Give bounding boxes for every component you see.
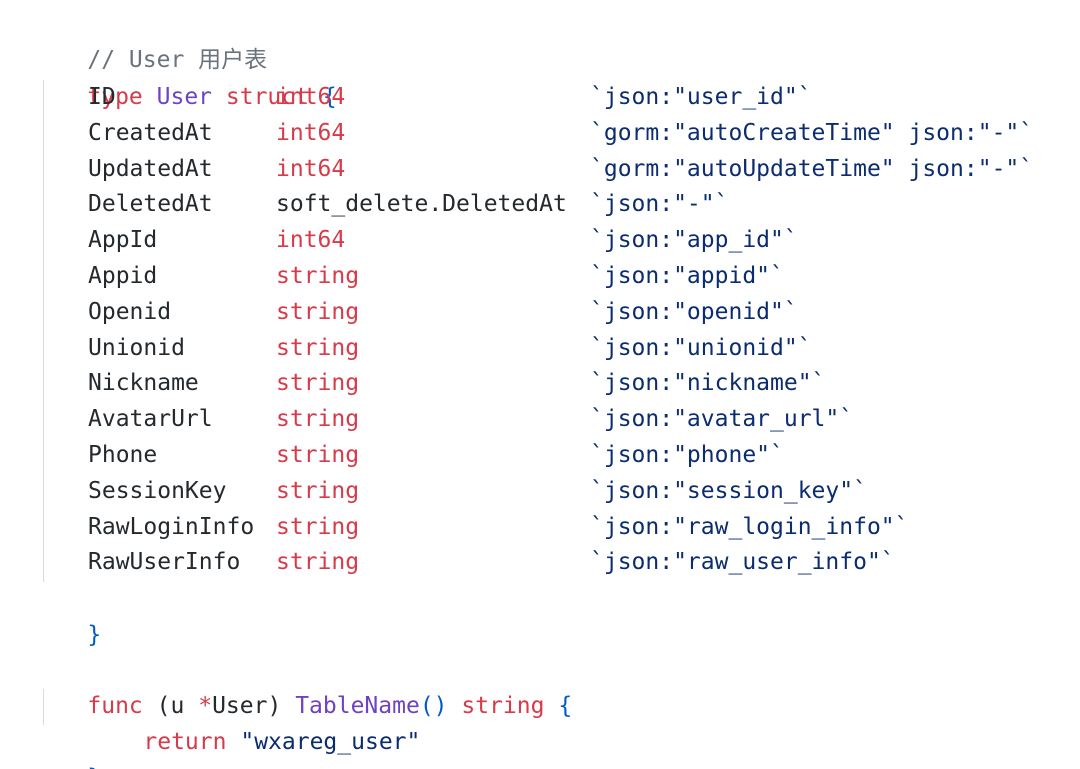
receiver-var: u — [170, 693, 185, 719]
field-name: DeletedAt — [88, 191, 213, 218]
func-declaration-line: func (u *User) TableName() string { — [32, 652, 572, 719]
field-type: int64 — [276, 119, 346, 146]
field-type: int64 — [276, 84, 346, 110]
field-name: RawUserInfo — [88, 549, 241, 576]
func-params: () — [419, 693, 448, 719]
field-struct-tag: `json:"user_id"` — [590, 84, 812, 110]
field-type: string — [276, 442, 360, 468]
struct-field-row: SessionKey string `json:"session_key"` — [0, 473, 1080, 509]
field-struct-tag: `json:"nickname"` — [590, 370, 826, 397]
field-struct-tag: `gorm:"autoUpdateTime" json:"-"` — [590, 155, 1034, 182]
struct-close-brace: } — [87, 622, 102, 648]
func-close-brace: } — [87, 765, 101, 769]
field-struct-tag: `json:"raw_login_info"` — [590, 513, 909, 540]
struct-field-row: Unionid string `json:"unionid"` — [0, 330, 1080, 366]
struct-field-row: Nickname string `json:"nickname"` — [0, 365, 1080, 401]
field-struct-tag: `json:"phone"` — [590, 442, 784, 468]
struct-open-brace: { — [322, 84, 337, 110]
field-struct-tag: `json:"openid"` — [590, 298, 798, 325]
func-indent-guide — [43, 689, 44, 725]
field-type: string — [276, 298, 360, 325]
field-struct-tag: `json:"-"` — [590, 191, 729, 218]
field-name: Openid — [88, 298, 172, 325]
struct-field-row: AvatarUrl string `json:"avatar_url"` — [0, 401, 1080, 437]
field-type: int64 — [276, 227, 346, 254]
struct-field-row: Openid string `json:"openid"` — [0, 294, 1080, 330]
receiver-pointer: * — [198, 693, 213, 719]
struct-field-row: Appid string `json:"appid"` — [0, 258, 1080, 294]
receiver-close-paren: ) — [267, 693, 282, 719]
struct-field-row: UpdatedAt int64 `gorm:"autoUpdateTime" jso… — [0, 151, 1080, 187]
struct-field-row: Phone string `json:"phone"` — [0, 437, 1080, 473]
struct-declaration-line: type User struct { — [32, 43, 336, 110]
func-return-type: string — [461, 693, 545, 719]
field-name: UpdatedAt — [88, 155, 213, 182]
struct-field-row: CreatedAt int64 `gorm:"autoCreateTime" jso… — [0, 115, 1080, 151]
field-name: Nickname — [88, 370, 199, 397]
field-struct-tag: `json:"app_id"` — [590, 227, 798, 254]
struct-field-row: AppId int64 `json:"app_id"` — [0, 222, 1080, 258]
struct-field-row: RawUserInfo string `json:"raw_user_info"` — [0, 544, 1080, 580]
receiver-type: User — [212, 693, 268, 719]
field-name: Unionid — [88, 334, 185, 361]
field-name: Phone — [88, 442, 158, 468]
field-name: CreatedAt — [88, 119, 213, 146]
field-type: soft_delete.DeletedAt — [276, 191, 567, 218]
field-type: string — [276, 263, 360, 289]
field-struct-tag: `gorm:"autoCreateTime" json:"-"` — [590, 119, 1034, 146]
field-name: AppId — [88, 227, 158, 254]
struct-field-row: RawLoginInfo string `json:"raw_login_info"… — [0, 509, 1080, 545]
field-name: SessionKey — [88, 477, 227, 504]
field-name: AvatarUrl — [88, 406, 213, 433]
comment-line: // User 用户表 — [32, 6, 267, 73]
func-open-brace: { — [558, 693, 573, 719]
struct-field-row: ID int64 `json:"user_id"` — [0, 79, 1080, 115]
field-type: string — [276, 406, 360, 433]
field-struct-tag: `json:"session_key"` — [590, 477, 867, 504]
keyword-return: return — [143, 729, 227, 755]
field-type: string — [276, 549, 360, 576]
field-type: string — [276, 334, 360, 361]
field-name: Appid — [88, 263, 158, 289]
struct-field-row: DeletedAt soft_delete.DeletedAt `json:"-"` — [0, 186, 1080, 222]
struct-name: User — [156, 84, 213, 110]
field-struct-tag: `json:"avatar_url"` — [590, 406, 854, 433]
field-type: string — [276, 370, 360, 397]
return-string: "wxareg_user" — [240, 729, 421, 755]
receiver-open-paren: ( — [156, 693, 171, 719]
keyword-type: type — [87, 84, 143, 110]
field-type: string — [276, 477, 360, 504]
field-name: ID — [88, 84, 116, 110]
field-name: RawLoginInfo — [88, 513, 255, 540]
keyword-func: func — [87, 693, 143, 719]
field-struct-tag: `json:"unionid"` — [590, 334, 812, 361]
field-struct-tag: `json:"appid"` — [590, 263, 784, 289]
field-type: string — [276, 513, 360, 540]
field-type: int64 — [276, 155, 346, 182]
func-name: TableName — [295, 693, 420, 719]
struct-close-line: } — [32, 581, 101, 648]
code-comment: // User 用户表 — [87, 47, 268, 73]
struct-indent-guide — [43, 80, 44, 582]
func-close-line: } — [32, 724, 101, 769]
field-struct-tag: `json:"raw_user_info"` — [590, 549, 895, 576]
return-line: return "wxareg_user" — [88, 688, 420, 755]
keyword-struct: struct — [225, 84, 309, 110]
